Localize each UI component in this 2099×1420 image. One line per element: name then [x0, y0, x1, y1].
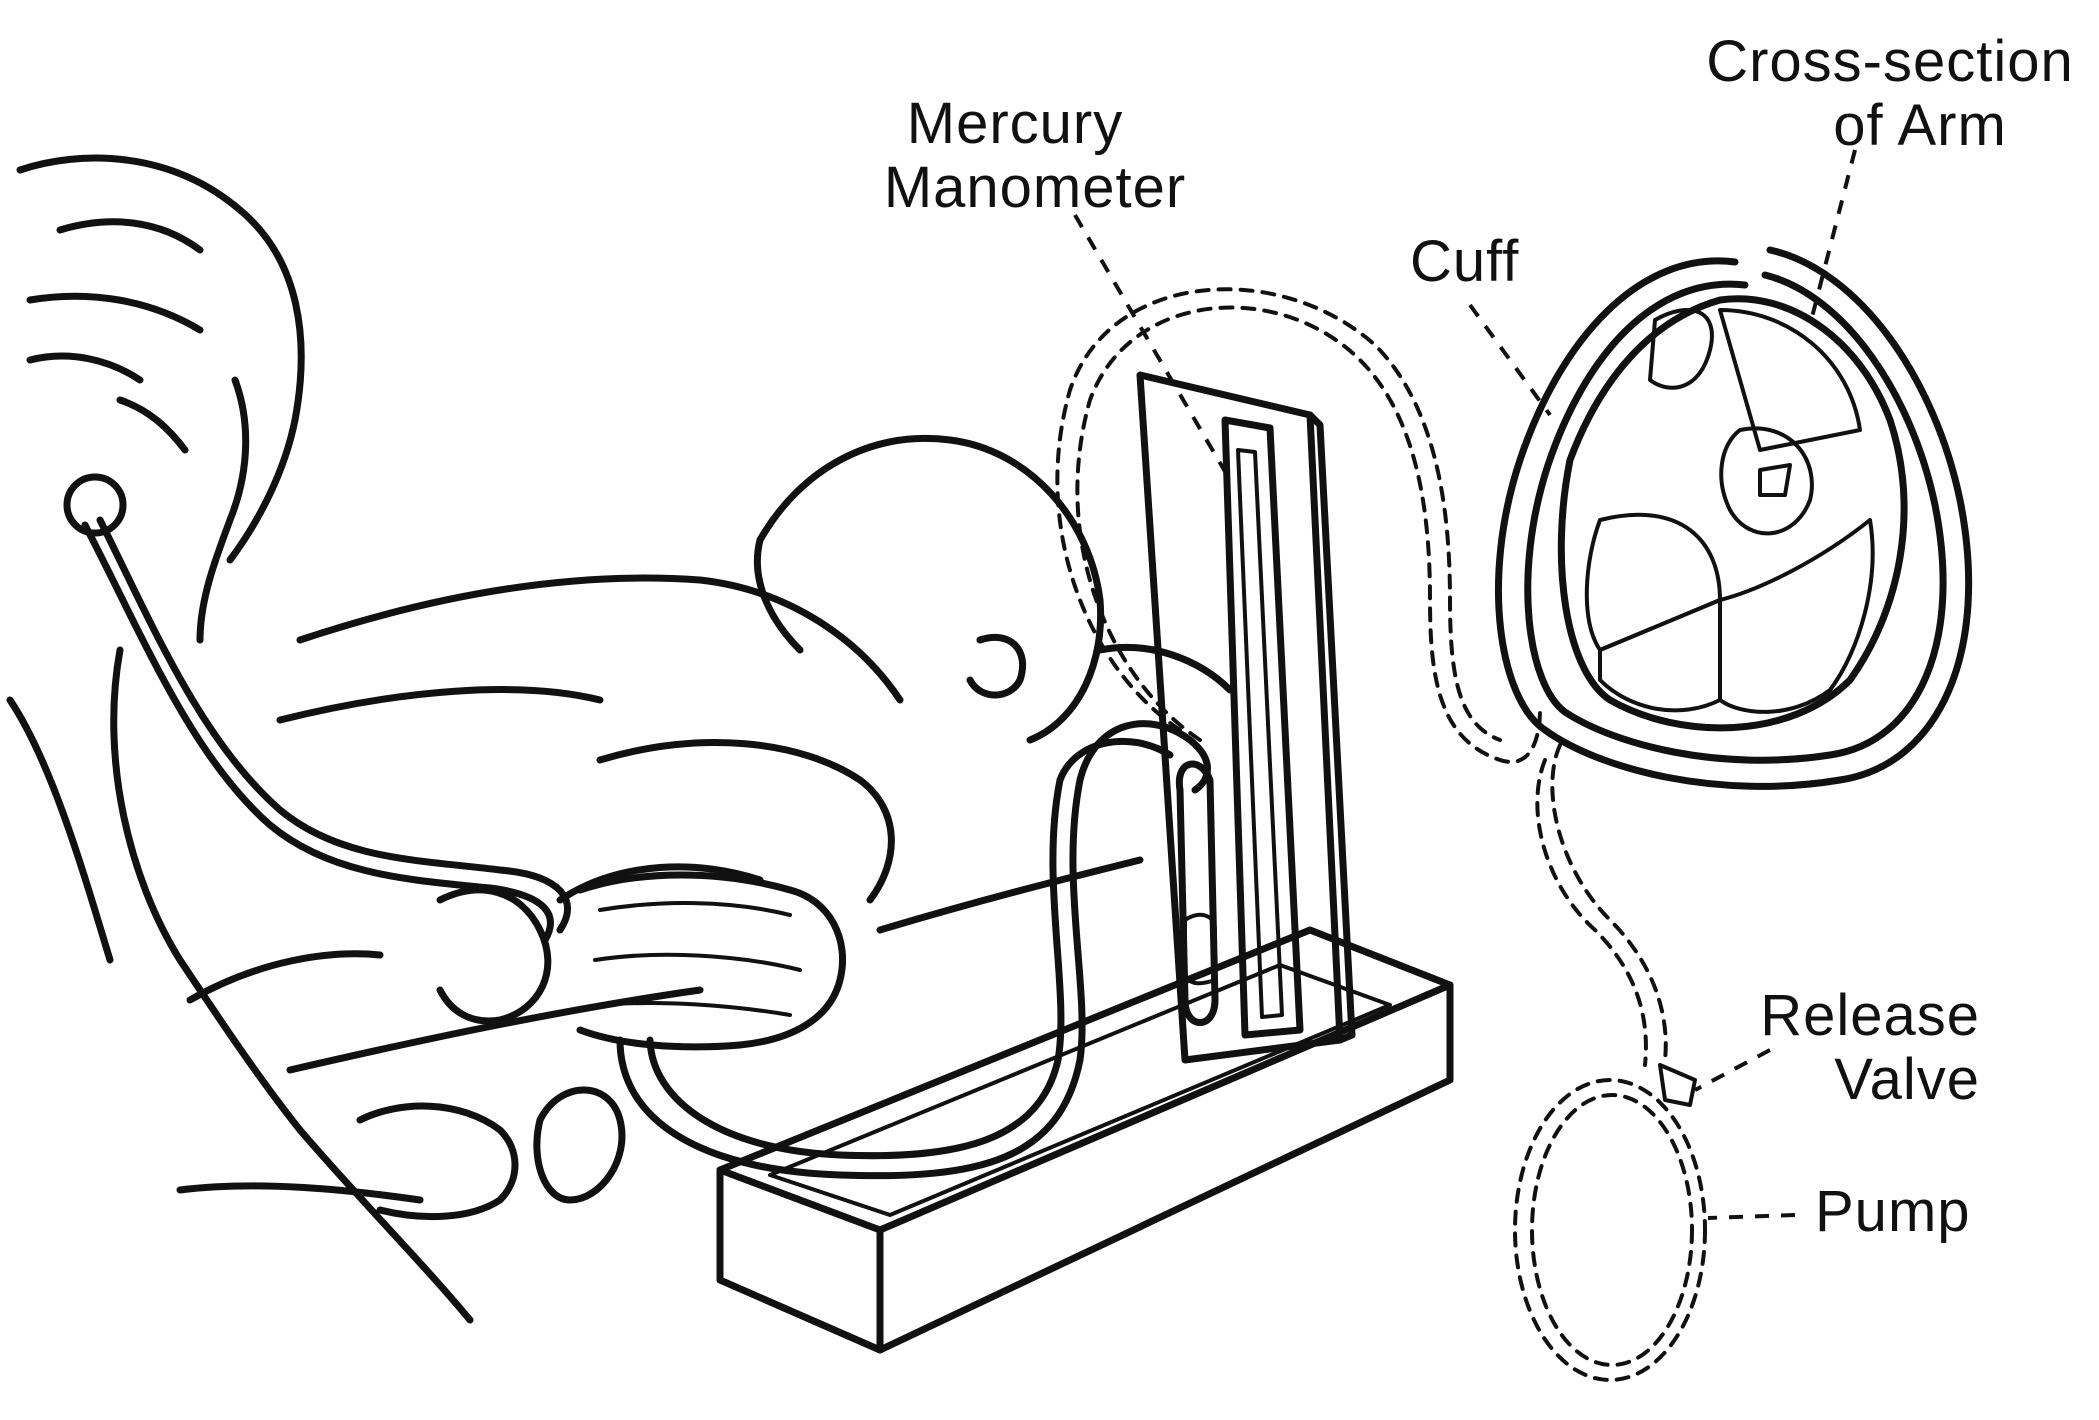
- manometer-label-line2: Manometer: [860, 156, 1210, 220]
- release-valve-label: Release Valve: [1720, 984, 1980, 1112]
- release-valve-label-line1: Release: [1720, 984, 1980, 1048]
- cross-section-label-line1: Cross-section: [1700, 30, 2080, 94]
- manometer-label-line1: Mercury: [860, 92, 1210, 156]
- pump-leader: [1708, 1215, 1795, 1218]
- dashed-tube-loop: [1057, 289, 1540, 762]
- manometer-label: Mercury Manometer: [860, 92, 1210, 220]
- arm-cross-section: [1498, 250, 1968, 786]
- cuff-label: Cuff: [1410, 230, 1519, 294]
- examiner-figure: [10, 158, 470, 1320]
- pump-bulb-outline: [1515, 1080, 1705, 1380]
- examiner-hands: [360, 890, 548, 1217]
- release-valve-label-line2: Valve: [1720, 1048, 1980, 1112]
- cuff-to-manometer-tube: [620, 724, 1208, 1176]
- manometer-leader: [1075, 215, 1230, 480]
- arm-cuff: [580, 875, 843, 1047]
- dashed-tube-to-pump: [1537, 745, 1665, 1065]
- pump-label: Pump: [1815, 1180, 1971, 1244]
- cuff-leader: [1470, 305, 1550, 415]
- release-valve: [1660, 1065, 1695, 1105]
- cross-section-label: Cross-section of Arm: [1700, 30, 2080, 158]
- cross-section-label-line2: of Arm: [1700, 94, 2080, 158]
- hand-pump-bulb: [537, 1090, 622, 1200]
